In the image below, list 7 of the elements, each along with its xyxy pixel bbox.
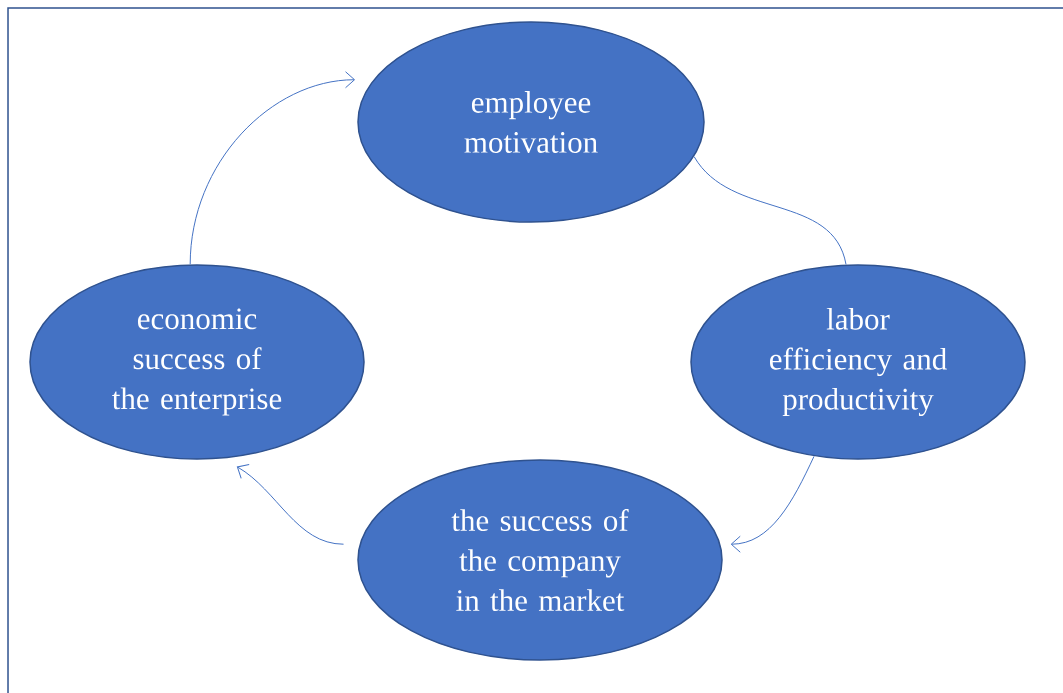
arrow: [730, 455, 815, 553]
ellipse-node: economic success of the enterprise: [29, 264, 365, 460]
ellipse-node: the success of the company in the market: [357, 459, 723, 661]
arrow: [236, 464, 344, 545]
ellipse-node: employee motivation: [357, 21, 705, 223]
ellipse-node: labor efficiency and productivity: [690, 264, 1026, 460]
arrow: [189, 71, 356, 265]
